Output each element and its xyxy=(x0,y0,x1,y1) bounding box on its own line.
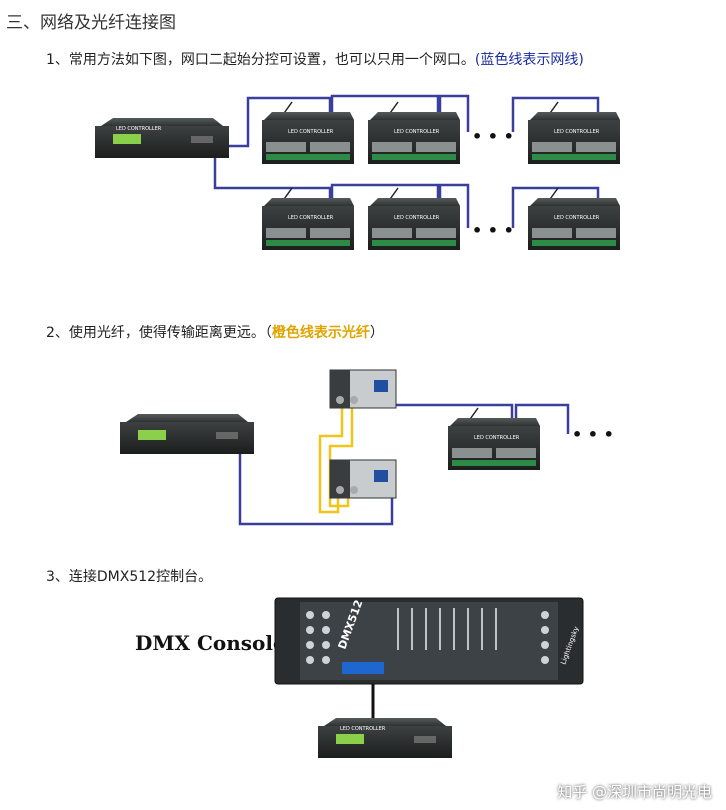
section2-fiber-converter-top xyxy=(329,369,397,409)
dmx-console-caption: DMX Console xyxy=(135,631,286,655)
section2-network-cables xyxy=(238,403,570,526)
section2-main-controller xyxy=(120,414,254,454)
note-2-tail: ） xyxy=(369,325,384,341)
device-label: LED CONTROLLER xyxy=(394,129,440,135)
watermark: 知乎 @深圳市尚明光电 xyxy=(557,783,712,801)
ellipsis-section2: • • • xyxy=(572,425,614,444)
device-label: LED CONTROLLER xyxy=(116,126,162,132)
note-1: 1、常用方法如下图，网口二起始分控可设置，也可以只用一个网口。(蓝色线表示网线) xyxy=(46,49,584,69)
note-1-text: 1、常用方法如下图，网口二起始分控可设置，也可以只用一个网口。 xyxy=(46,52,475,68)
ellipsis-row-2: • • • xyxy=(472,221,514,240)
device-label: LED CONTROLLER xyxy=(394,215,440,221)
note-3: 3、连接DMX512控制台。 xyxy=(46,569,213,585)
note-2-text: 2、使用光纤，使得传输距离更远。（ xyxy=(46,325,272,341)
section1-network-cables xyxy=(213,94,600,228)
device-label: LED CONTROLLER xyxy=(554,129,600,135)
device-label: LED CONTROLLER xyxy=(288,129,334,135)
device-label: LED CONTROLLER xyxy=(554,215,600,221)
device-label: LED CONTROLLER xyxy=(474,435,520,441)
note-1-highlight: (蓝色线表示网线) xyxy=(474,52,584,68)
note-2-highlight: 橙色线表示光纤 xyxy=(271,325,370,341)
section3-main-controller xyxy=(318,718,452,758)
section-title: 三、网络及光纤连接图 xyxy=(6,13,176,33)
section1-main-controller xyxy=(95,118,229,158)
device-label: LED CONTROLLER xyxy=(340,726,386,732)
dmx-console: DMX512 Lightingsky xyxy=(274,597,584,685)
ellipsis-row-1: • • • xyxy=(472,127,514,146)
section2-fiber-converter-bottom xyxy=(329,459,397,499)
device-label: LED CONTROLLER xyxy=(288,215,334,221)
note-2: 2、使用光纤，使得传输距离更远。（橙色线表示光纤） xyxy=(46,322,384,342)
